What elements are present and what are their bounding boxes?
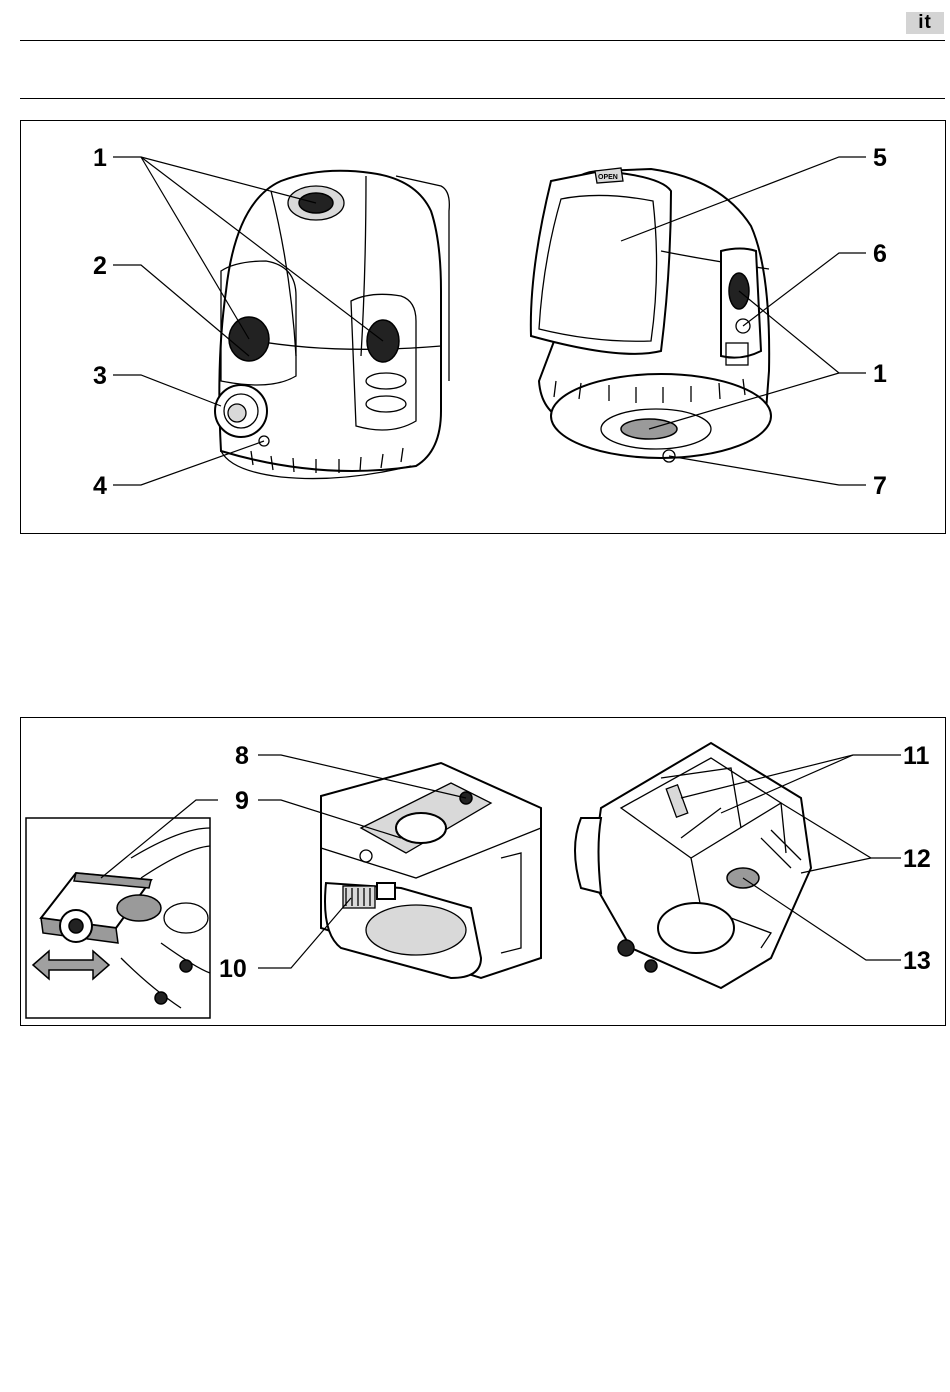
- callout-9: 9: [235, 787, 249, 815]
- figure-1-panel: OPEN: [20, 120, 946, 534]
- base-plate: [321, 763, 541, 978]
- laser-level-front-view: [215, 171, 449, 479]
- callout-2: 2: [93, 252, 107, 280]
- callout-3: 3: [93, 362, 107, 390]
- inset-detail: [26, 818, 210, 1018]
- callout-6: 6: [873, 240, 887, 268]
- laser-level-back-view: OPEN: [531, 168, 771, 462]
- callout-12: 12: [903, 845, 931, 873]
- figure-1-drawing: OPEN: [21, 121, 947, 535]
- figure-2-drawing: 8 9 10 11 12 13: [21, 718, 947, 1027]
- callout-7: 7: [873, 472, 887, 500]
- figure-2-panel: 8 9 10 11 12 13: [20, 717, 946, 1026]
- callout-10: 10: [219, 955, 247, 983]
- callout-5: 5: [873, 144, 887, 172]
- header-rule-bottom: [20, 98, 945, 99]
- open-label: OPEN: [598, 174, 618, 181]
- language-badge: it: [906, 12, 944, 34]
- callout-13: 13: [903, 947, 931, 975]
- callout-11: 11: [903, 742, 930, 770]
- callout-1-right: 1: [873, 360, 887, 388]
- callout-4: 4: [93, 472, 107, 500]
- callout-1: 1: [93, 144, 107, 172]
- bracket-bottom-view: [575, 743, 811, 988]
- header-rule-top: [20, 40, 945, 41]
- callout-8: 8: [235, 742, 249, 770]
